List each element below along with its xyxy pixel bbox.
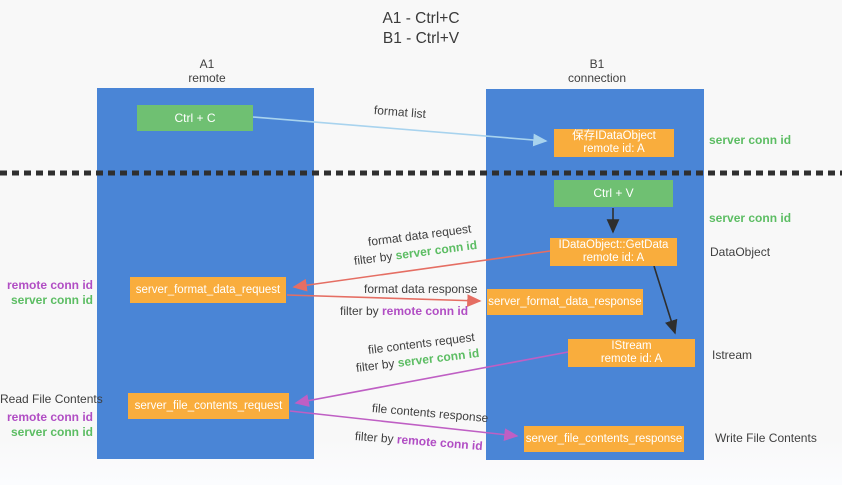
file-contents-request-arrow xyxy=(294,351,569,407)
lifeline-b1-role: connection xyxy=(567,71,627,85)
ctrl-c-label: Ctrl + C xyxy=(174,110,216,125)
dataobject-label: DataObject xyxy=(710,245,771,259)
istream-node: IStream remote id: A xyxy=(568,339,695,367)
right-server-conn-id-label-1: server conn id xyxy=(709,133,792,147)
remote-conn-id-text: remote conn id xyxy=(382,304,469,318)
diagram-title: A1 - Ctrl+C B1 - Ctrl+V xyxy=(0,9,842,49)
format-data-response-filter-label: filter by remote conn id xyxy=(340,304,468,318)
title-line-2: B1 - Ctrl+V xyxy=(382,30,460,47)
left-server-conn-id-label: server conn id xyxy=(10,293,93,307)
ctrl-v-node: Ctrl + V xyxy=(554,180,673,207)
istream-side-label: Istream xyxy=(712,348,753,362)
server-file-contents-response-node: server_file_contents_response xyxy=(524,426,684,452)
save-idataobject-line1: 保存IDataObject xyxy=(572,130,656,142)
write-file-contents-label: Write File Contents xyxy=(715,431,817,445)
server-file-contents-request-label: server_file_contents_request xyxy=(134,399,283,412)
format-list-arrow xyxy=(252,116,548,147)
lifeline-a1-role: remote xyxy=(188,71,226,85)
save-idataobject-line2: remote id: A xyxy=(583,143,645,155)
format-data-request-arrow xyxy=(292,250,551,292)
file-contents-response-arrow xyxy=(289,410,519,441)
filter-by-text: filter by xyxy=(340,304,383,318)
title-line-1: A1 - Ctrl+C xyxy=(382,10,460,27)
format-data-response-label: format data response xyxy=(364,282,478,296)
server-format-data-response-label: server_format_data_response xyxy=(488,295,642,308)
istream-line2: remote id: A xyxy=(600,353,663,365)
getdata-line2: remote id: A xyxy=(582,252,645,264)
server-format-data-request-node: server_format_data_request xyxy=(130,277,286,303)
format-data-response-arrow xyxy=(286,294,482,307)
lifeline-a1-name: A1 xyxy=(199,57,215,71)
istream-line1: IStream xyxy=(611,340,652,352)
left-remote-conn-id-label-2: remote conn id xyxy=(6,410,93,424)
getdata-line1: IDataObject::GetData xyxy=(558,239,669,251)
server-file-contents-request-node: server_file_contents_request xyxy=(128,393,289,419)
server-format-data-request-label: server_format_data_request xyxy=(135,283,281,296)
lifeline-header-b1: B1 connection xyxy=(537,57,657,85)
read-file-contents-label: Read File Contents xyxy=(0,392,103,406)
ctrl-v-label: Ctrl + V xyxy=(593,186,634,200)
ctrl-c-node: Ctrl + C xyxy=(137,105,253,131)
getdata-node: IDataObject::GetData remote id: A xyxy=(550,238,677,266)
left-server-conn-id-label-2: server conn id xyxy=(10,425,93,439)
left-remote-conn-id-label: remote conn id xyxy=(6,278,93,292)
right-server-conn-id-label-2: server conn id xyxy=(709,211,792,225)
save-idataobject-node: 保存IDataObject remote id: A xyxy=(554,129,674,157)
server-file-contents-response-label: server_file_contents_response xyxy=(525,432,683,445)
lifeline-b1-name: B1 xyxy=(589,57,605,71)
server-format-data-response-node: server_format_data_response xyxy=(487,289,643,315)
getdata-to-istream-arrow xyxy=(653,265,678,335)
lifeline-header-a1: A1 remote xyxy=(147,57,267,85)
